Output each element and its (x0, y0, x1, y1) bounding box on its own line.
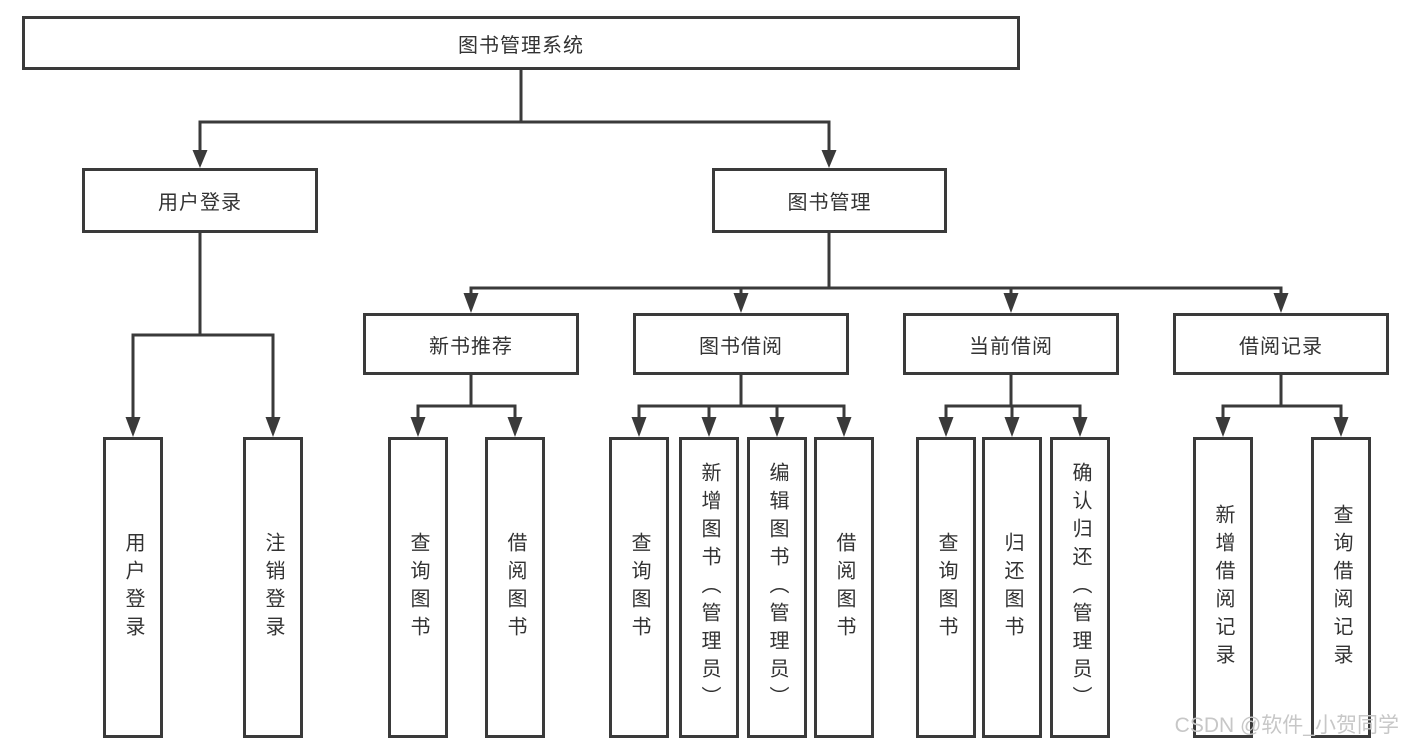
node-root: 图书管理系统 (22, 16, 1020, 70)
node-book-borrow: 图书借阅 (633, 313, 849, 375)
leaf-logout: 注销登录 (243, 437, 303, 738)
leaf-query-borrow-record: 查询借阅记录 (1311, 437, 1371, 738)
connector-current-to-leaves (938, 375, 1088, 437)
connector-root-to-level2 (192, 70, 837, 168)
watermark: CSDN @软件_小贺同学 (1174, 714, 1399, 737)
leaf-confirm-return-admin: 确认归还（管理员） (1050, 437, 1110, 738)
node-current-borrow: 当前借阅 (903, 313, 1119, 375)
leaf-user-login-label: 用户登录 (122, 531, 144, 644)
node-user-login-label: 用户登录 (158, 192, 242, 214)
node-borrow-records-label: 借阅记录 (1239, 335, 1323, 358)
leaf-edit-books-admin: 编辑图书（管理员） (747, 437, 807, 738)
leaf-query-books-3: 查询图书 (916, 437, 976, 738)
leaf-borrow-books-1-label: 借阅图书 (504, 531, 526, 644)
leaf-query-books-2-label: 查询图书 (628, 531, 650, 644)
leaf-borrow-books-1: 借阅图书 (485, 437, 545, 738)
leaf-borrow-books-2: 借阅图书 (814, 437, 874, 738)
connector-newbooks-to-leaves (410, 375, 523, 437)
leaf-borrow-books-2-label: 借阅图书 (833, 531, 855, 644)
leaf-add-borrow-record: 新增借阅记录 (1193, 437, 1253, 738)
node-new-book-recommend-label: 新书推荐 (429, 335, 513, 358)
node-book-management-label: 图书管理 (787, 192, 872, 214)
node-new-book-recommend: 新书推荐 (363, 313, 579, 375)
node-book-management: 图书管理 (712, 168, 947, 233)
leaf-user-login: 用户登录 (103, 437, 163, 738)
node-root-label: 图书管理系统 (458, 34, 584, 57)
connector-userlogin-to-leaves (125, 233, 281, 437)
node-borrow-records: 借阅记录 (1173, 313, 1389, 375)
node-current-borrow-label: 当前借阅 (969, 335, 1053, 358)
leaf-add-books-admin: 新增图书（管理员） (679, 437, 739, 738)
connector-records-to-leaves (1215, 375, 1349, 437)
leaf-query-books-1-label: 查询图书 (407, 531, 429, 644)
leaf-add-books-admin-label: 新增图书（管理员） (698, 461, 720, 714)
leaf-return-books-label: 归还图书 (1001, 531, 1023, 644)
leaf-confirm-return-admin-label: 确认归还（管理员） (1069, 461, 1091, 714)
leaf-logout-label: 注销登录 (262, 531, 284, 644)
connector-borrow-to-leaves (631, 375, 852, 437)
leaf-edit-books-admin-label: 编辑图书（管理员） (766, 461, 788, 714)
leaf-query-borrow-record-label: 查询借阅记录 (1330, 503, 1352, 672)
leaf-query-books-2: 查询图书 (609, 437, 669, 738)
node-book-borrow-label: 图书借阅 (699, 335, 783, 358)
connector-bookmgmt-to-level3 (463, 233, 1289, 313)
node-user-login: 用户登录 (82, 168, 318, 233)
leaf-query-books-1: 查询图书 (388, 437, 448, 738)
leaf-return-books: 归还图书 (982, 437, 1042, 738)
leaf-add-borrow-record-label: 新增借阅记录 (1212, 503, 1234, 672)
leaf-query-books-3-label: 查询图书 (935, 531, 957, 644)
